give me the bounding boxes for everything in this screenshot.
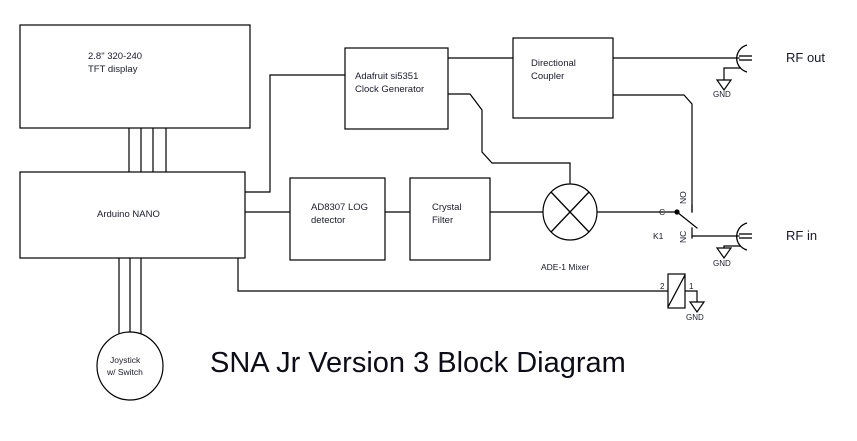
block-crystal-filter-label-2: Filter	[432, 215, 453, 226]
wire-si5351-mixer-lo	[447, 93, 571, 186]
block-tft-display-label-2: TFT display	[88, 64, 138, 75]
block-joystick[interactable]	[96, 331, 164, 401]
rf-in-shield-wire	[723, 245, 741, 249]
block-crystal-filter[interactable]	[409, 177, 491, 261]
relay-coil-pin1-label: 1	[689, 282, 694, 291]
relay-armature	[676, 211, 698, 229]
relay-coil-pin2-label: 2	[660, 282, 665, 291]
rf-out-port-label: RF out	[786, 50, 825, 65]
block-tft-display[interactable]	[19, 24, 251, 129]
wires-group	[118, 57, 740, 334]
relay-no-label: NO	[678, 191, 688, 204]
rf-in-port-label: RF in	[786, 228, 817, 243]
rf-in-connector-shell	[736, 222, 748, 251]
block-crystal-filter-label-1: Crystal	[432, 202, 462, 213]
block-ad8307-label-1: AD8307 LOG	[311, 202, 368, 213]
block-arduino-nano[interactable]	[19, 171, 246, 259]
block-arduino-nano-label: Arduino NANO	[97, 209, 160, 220]
gnd-label-coil: GND	[686, 313, 704, 322]
wire-arduino-relay-coil	[237, 257, 669, 292]
ade1-mixer-symbol[interactable]	[542, 183, 598, 241]
block-joystick-label-2: w/ Switch	[106, 367, 143, 377]
gnd-label-rf-in: GND	[713, 259, 731, 268]
block-ad8307-log-detector[interactable]	[289, 177, 386, 261]
blocks-group: 2.8" 320-240 TFT display Arduino NANO Ad…	[19, 24, 614, 401]
block-directional-coupler-label-2: Coupler	[531, 71, 564, 82]
rf-out-connector-shell	[736, 44, 748, 73]
block-si5351-label-1: Adafruit si5351	[355, 71, 418, 82]
gnd-symbol-coil	[688, 301, 706, 314]
wire-coil-gnd	[684, 290, 698, 303]
relay-nc-label: NC	[678, 231, 688, 243]
block-directional-coupler[interactable]	[512, 37, 614, 119]
wire-coupler-relay-no	[612, 94, 693, 213]
block-si5351-label-2: Clock Generator	[355, 84, 424, 95]
relay-coil-slash	[667, 274, 686, 308]
block-ad8307-label-2: detector	[311, 215, 345, 226]
mixer-cross-2	[550, 191, 590, 233]
rf-in-connector[interactable]	[723, 222, 752, 251]
gnd-symbol-rf-in	[715, 247, 733, 260]
relay-k1-label: K1	[653, 231, 664, 241]
block-si5351[interactable]	[344, 47, 449, 130]
gnd-label-rf-out: GND	[713, 90, 731, 99]
rf-out-connector[interactable]	[723, 44, 752, 81]
wire-arduino-si5351	[244, 74, 346, 193]
rf-out-shield-wire	[723, 67, 741, 81]
gnd-symbol-rf-out	[715, 79, 733, 92]
relay-coil[interactable]	[667, 273, 686, 309]
block-joystick-label-1: Joystick	[110, 355, 141, 365]
block-tft-display-label-1: 2.8" 320-240	[88, 51, 142, 62]
page-title: SNA Jr Version 3 Block Diagram	[210, 347, 626, 379]
mixer-label: ADE-1 Mixer	[541, 262, 589, 272]
relay-k1-contacts[interactable]	[674, 204, 698, 239]
relay-common-label: C	[659, 207, 665, 217]
block-directional-coupler-label-1: Directional	[531, 58, 576, 69]
